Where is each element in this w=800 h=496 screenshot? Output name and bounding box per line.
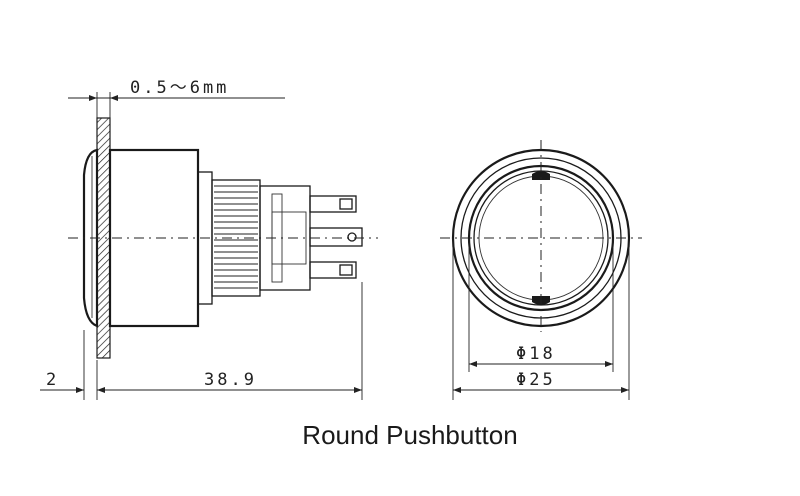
bottom-dimensions: 2 38.9 (40, 282, 363, 400)
diagram-caption: Round Pushbutton (302, 420, 518, 450)
inner-diameter-label: Φ18 (516, 344, 556, 364)
body-length-label: 38.9 (204, 370, 257, 390)
diameter-dimensions: Φ18 Φ25 (452, 238, 630, 400)
outer-diameter-label: Φ25 (516, 370, 556, 390)
threaded-nut (197, 171, 261, 305)
side-view: 0.5～6mm (40, 78, 378, 400)
solder-terminals (309, 195, 363, 279)
bezel-depth-label: 2 (46, 370, 59, 390)
top-index-mark (532, 171, 550, 180)
panel-thickness-label: 0.5～6mm (130, 78, 229, 98)
bezel-flange (82, 148, 99, 328)
front-view: Φ18 Φ25 (440, 140, 642, 400)
panel-thickness-dimension: 0.5～6mm (68, 78, 285, 118)
